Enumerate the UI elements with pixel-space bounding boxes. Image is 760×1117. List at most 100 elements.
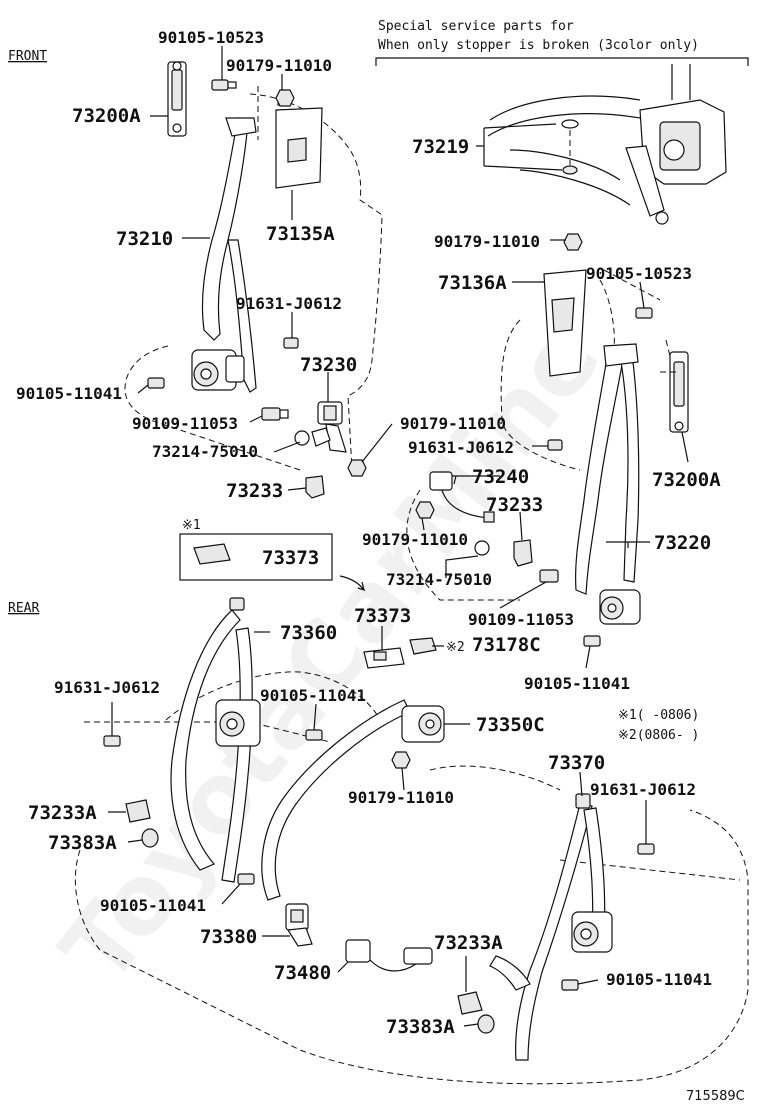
note-2: ※2(0806- ) xyxy=(618,728,699,743)
callout-91631-j0612-rear-right: 91631-J0612 xyxy=(590,780,696,799)
buckle-73480 xyxy=(345,939,433,972)
belt-73360-strap xyxy=(221,627,253,883)
retractor-73350c xyxy=(401,705,445,743)
cap-73233a-right xyxy=(457,991,483,1015)
callout-91631-j0612-rear: 91631-J0612 xyxy=(54,678,160,697)
callout-73350c: 73350C xyxy=(476,714,545,736)
nut-90179-11010-rear xyxy=(391,751,411,769)
bolt-91631-j0612-right xyxy=(547,439,563,451)
rear-seat-outline xyxy=(74,809,749,1085)
callout-73480: 73480 xyxy=(274,962,331,984)
special-note-bracket xyxy=(375,57,749,66)
cap-73233a-left xyxy=(125,799,151,823)
callout-90179-11010-front-mid: 90179-11010 xyxy=(400,414,506,433)
callout-73200a-front-left: 73200A xyxy=(72,105,141,127)
callout-73373: 73373 xyxy=(354,605,411,627)
section-front-label: FRONT xyxy=(8,49,47,64)
callout-73219: 73219 xyxy=(412,136,469,158)
anchor-73360-top xyxy=(229,597,245,611)
bolt-90105-10523-right xyxy=(635,307,653,319)
anchor-73370-top xyxy=(575,793,591,809)
special-note-line2: When only stopper is broken (3color only… xyxy=(378,38,699,53)
front-left-leader-box xyxy=(257,86,279,140)
section-rear-label: REAR xyxy=(8,601,39,616)
callout-91631-j0612-front-right: 91631-J0612 xyxy=(408,438,514,457)
callout-73214-75010-front-right: 73214-75010 xyxy=(386,570,492,589)
buckle-73380 xyxy=(285,903,313,947)
stopper-73178c xyxy=(409,637,437,655)
buckle-73230 xyxy=(317,401,347,453)
cap-73233-left xyxy=(305,475,325,499)
nut-90179-11010-right-mid xyxy=(415,501,435,519)
mark-2-inset: ※2 xyxy=(446,640,465,655)
callout-73383a-rear-left: 73383A xyxy=(48,832,117,854)
diagram-id: 715589C xyxy=(686,1089,745,1104)
inset-arrow xyxy=(339,575,366,592)
callout-73370: 73370 xyxy=(548,752,605,774)
callout-73200a-front-right: 73200A xyxy=(652,469,721,491)
note-1: ※1( -0806) xyxy=(618,708,699,723)
special-service-illustration xyxy=(487,64,727,225)
callout-90179-11010-front-right-top: 90179-11010 xyxy=(434,232,540,251)
front-left-floor-outline xyxy=(124,345,301,471)
button-73383a-right xyxy=(477,1014,495,1034)
belt-73220-strap xyxy=(619,353,640,583)
inset-box-73373 xyxy=(179,533,333,581)
mark-1-inset: ※1 xyxy=(182,518,201,533)
retractor-rear-right xyxy=(571,911,613,953)
retractor-front-left xyxy=(191,349,245,391)
tongue-stopper-73373-box xyxy=(193,543,231,565)
callout-73233-front-right: 73233 xyxy=(486,494,543,516)
bolt-90105-11041-rear-low xyxy=(237,873,255,885)
adjuster-73200a-right xyxy=(669,351,689,433)
belt-73210-anchor xyxy=(225,117,257,137)
belt-73350c xyxy=(261,699,411,901)
bolt-90105-10523-left xyxy=(211,79,237,91)
nut-90179-11010-front-mid xyxy=(347,459,367,477)
belt-73220-anchor xyxy=(603,343,639,367)
belt-73360 xyxy=(170,609,241,871)
adjuster-73200a-left xyxy=(167,61,187,137)
cover-73214-75010-left xyxy=(294,427,331,447)
bolt-91631-j0612-left xyxy=(283,337,299,349)
callout-73230: 73230 xyxy=(300,354,357,376)
callout-73383a-rear-right: 73383A xyxy=(386,1016,455,1038)
callout-90105-11041-rear-low: 90105-11041 xyxy=(100,896,206,915)
callout-73136a: 73136A xyxy=(438,272,507,294)
callout-73214-75010-front-left: 73214-75010 xyxy=(152,442,258,461)
special-note-line1: Special service parts for xyxy=(378,19,574,34)
callout-90109-11053-front-right: 90109-11053 xyxy=(468,610,574,629)
bolt-90109-11053-left xyxy=(261,407,289,421)
bolt-90105-11041-left xyxy=(147,377,165,389)
bolt-90105-11041-rear-right xyxy=(561,979,579,991)
pillar-cover-73136a xyxy=(543,269,587,377)
buckle-73240 xyxy=(429,471,495,523)
callout-90179-11010-front-right-mid: 90179-11010 xyxy=(362,530,468,549)
callout-73360: 73360 xyxy=(280,622,337,644)
belt-73370-lap xyxy=(489,955,531,991)
callout-90105-10523-front: 90105-10523 xyxy=(158,28,264,47)
front-right-floor-outline xyxy=(406,489,520,601)
callout-73233a-rear-right: 73233A xyxy=(434,932,503,954)
callout-73233-front-left: 73233 xyxy=(226,480,283,502)
nut-90179-11010-left xyxy=(275,89,295,107)
belt-73370 xyxy=(515,803,593,1061)
callout-90105-10523-front-right: 90105-10523 xyxy=(586,264,692,283)
callout-73135a: 73135A xyxy=(266,223,335,245)
belt-73210-strap xyxy=(227,239,257,393)
belt-73220 xyxy=(575,351,625,595)
bolt-90105-11041-right xyxy=(583,635,601,647)
retractor-rear-left xyxy=(215,699,261,747)
front-left-seat-outline xyxy=(249,93,383,471)
leader-lines xyxy=(108,46,689,1027)
belt-73210 xyxy=(201,117,249,341)
callout-90105-11041-rear-left: 90105-11041 xyxy=(260,686,366,705)
callout-73178c: 73178C xyxy=(472,634,541,656)
bolt-91631-j0612-rear-right xyxy=(637,843,655,855)
callout-91631-j0612-front-left: 91631-J0612 xyxy=(236,294,342,313)
rear-leader-right xyxy=(559,859,741,881)
callout-90105-11041-rear-right: 90105-11041 xyxy=(606,970,712,989)
bolt-91631-j0612-rear xyxy=(103,735,121,747)
